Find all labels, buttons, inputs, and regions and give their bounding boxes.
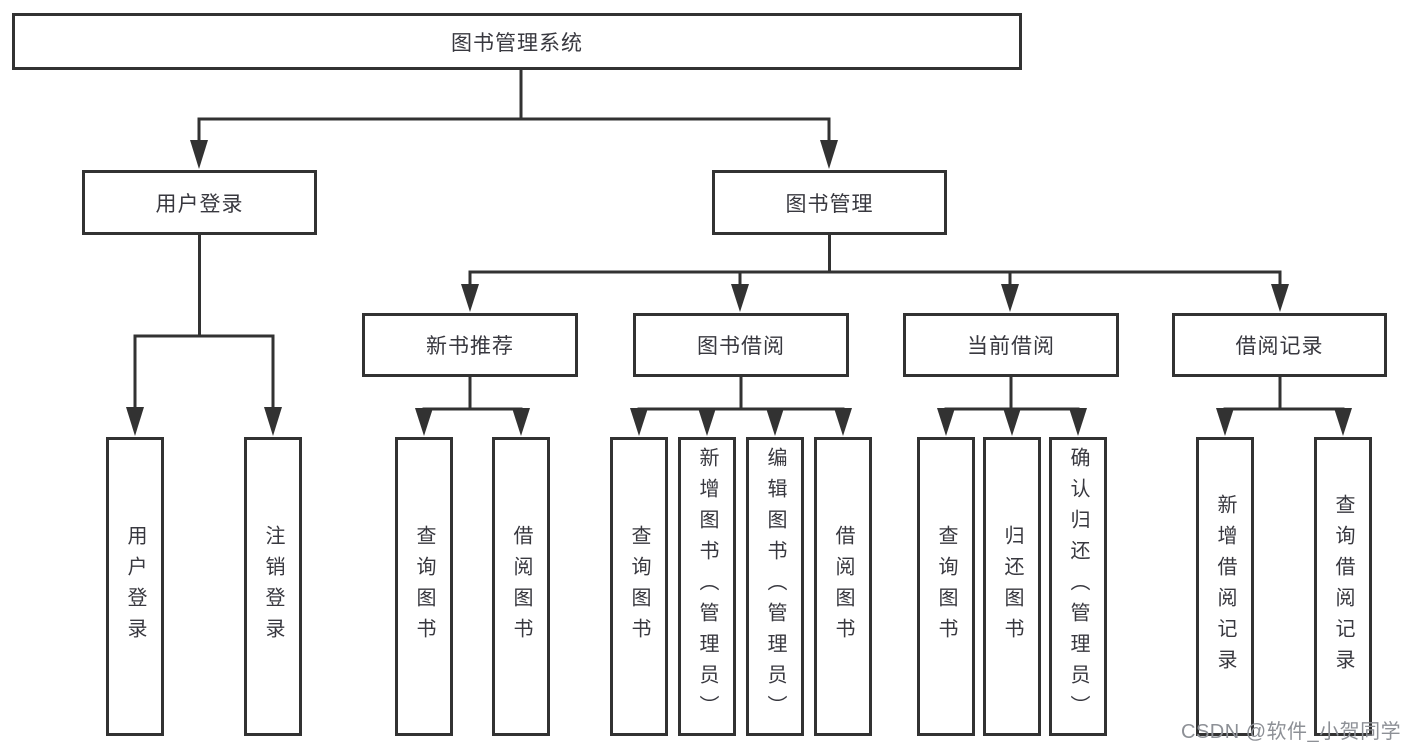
leaf-return-books: 归还图书 (983, 437, 1041, 736)
leaf-query-books-borrow: 查询图书 (610, 437, 668, 736)
node-new-book-recommend-label: 新书推荐 (426, 335, 514, 358)
node-user-login-label: 用户登录 (155, 192, 244, 216)
leaf-borrow-books-recommend: 借阅图书 (492, 437, 550, 736)
node-book-management-label: 图书管理 (785, 192, 874, 216)
node-book-management: 图书管理 (712, 170, 947, 235)
leaf-edit-books-admin: 编辑图书（管理员） (746, 437, 804, 736)
leaf-logout-label: 注销登录 (262, 524, 284, 649)
leaf-borrow-books-recommend-label: 借阅图书 (510, 524, 532, 649)
leaf-user-login: 用户登录 (106, 437, 164, 736)
csdn-watermark: CSDN @软件_小贺同学 (1181, 721, 1402, 743)
leaf-user-login-label: 用户登录 (124, 524, 146, 649)
node-root-label: 图书管理系统 (451, 31, 583, 55)
leaf-confirm-return-admin-label: 确认归还（管理员） (1067, 447, 1089, 726)
leaf-query-books-recommend-label: 查询图书 (413, 524, 435, 649)
leaf-add-borrow-record-label: 新增借阅记录 (1214, 493, 1236, 680)
node-borrow-record: 借阅记录 (1172, 313, 1387, 377)
leaf-confirm-return-admin: 确认归还（管理员） (1049, 437, 1107, 736)
leaf-add-books-admin-label: 新增图书（管理员） (696, 447, 718, 726)
node-book-borrow-label: 图书借阅 (697, 335, 785, 358)
leaf-query-books-recommend: 查询图书 (395, 437, 453, 736)
leaf-query-books-borrow-label: 查询图书 (628, 524, 650, 649)
leaf-borrow-books: 借阅图书 (814, 437, 872, 736)
leaf-logout: 注销登录 (244, 437, 302, 736)
node-current-borrow: 当前借阅 (903, 313, 1119, 377)
leaf-add-borrow-record: 新增借阅记录 (1196, 437, 1254, 736)
leaf-query-books-current: 查询图书 (917, 437, 975, 736)
node-borrow-record-label: 借阅记录 (1235, 335, 1324, 358)
leaf-query-books-current-label: 查询图书 (935, 524, 957, 649)
arrowheads (126, 140, 1352, 436)
leaf-return-books-label: 归还图书 (1001, 524, 1023, 649)
leaf-add-books-admin: 新增图书（管理员） (678, 437, 736, 736)
node-new-book-recommend: 新书推荐 (362, 313, 578, 377)
node-book-borrow: 图书借阅 (633, 313, 849, 377)
leaf-query-borrow-record-label: 查询借阅记录 (1332, 493, 1354, 680)
node-root-library-system: 图书管理系统 (12, 13, 1022, 70)
node-user-login: 用户登录 (82, 170, 317, 235)
node-current-borrow-label: 当前借阅 (967, 335, 1055, 358)
leaf-borrow-books-label: 借阅图书 (832, 524, 854, 649)
leaf-query-borrow-record: 查询借阅记录 (1314, 437, 1372, 736)
leaf-edit-books-admin-label: 编辑图书（管理员） (764, 447, 786, 726)
